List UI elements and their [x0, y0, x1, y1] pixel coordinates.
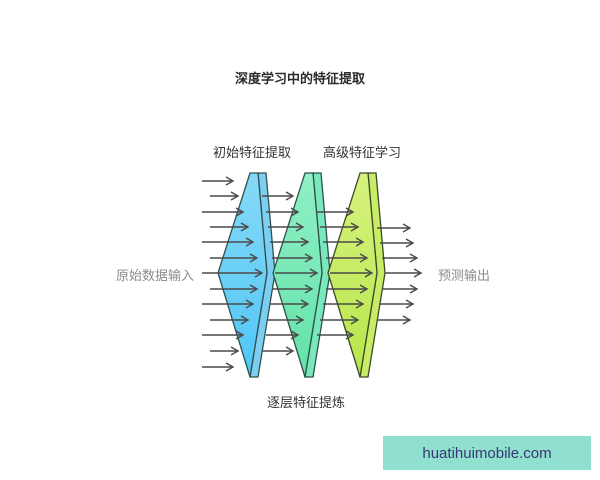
- label-raw-data-input: 原始数据输入: [116, 269, 195, 284]
- watermark-badge: huatihuimobile.com: [383, 436, 591, 470]
- layer-2-to-3-arrows: [317, 207, 374, 340]
- diagram-title: 深度学习中的特征提取: [234, 72, 365, 87]
- output-arrows: [377, 223, 423, 325]
- input-arrows: [202, 176, 264, 372]
- label-advanced-feature-learning: 高级特征学习: [323, 146, 402, 161]
- watermark-text: huatihuimobile.com: [422, 444, 552, 462]
- label-layerwise-refinement: 逐层特征提炼: [266, 396, 345, 411]
- layer-2-prism: [272, 172, 331, 378]
- layer-1-prism: [217, 172, 276, 378]
- label-initial-feature-extraction: 初始特征提取: [213, 146, 292, 161]
- layer-3-prism: [327, 172, 386, 378]
- label-prediction-output: 预测输出: [438, 269, 491, 284]
- layer-1-to-2-arrows: [262, 191, 319, 356]
